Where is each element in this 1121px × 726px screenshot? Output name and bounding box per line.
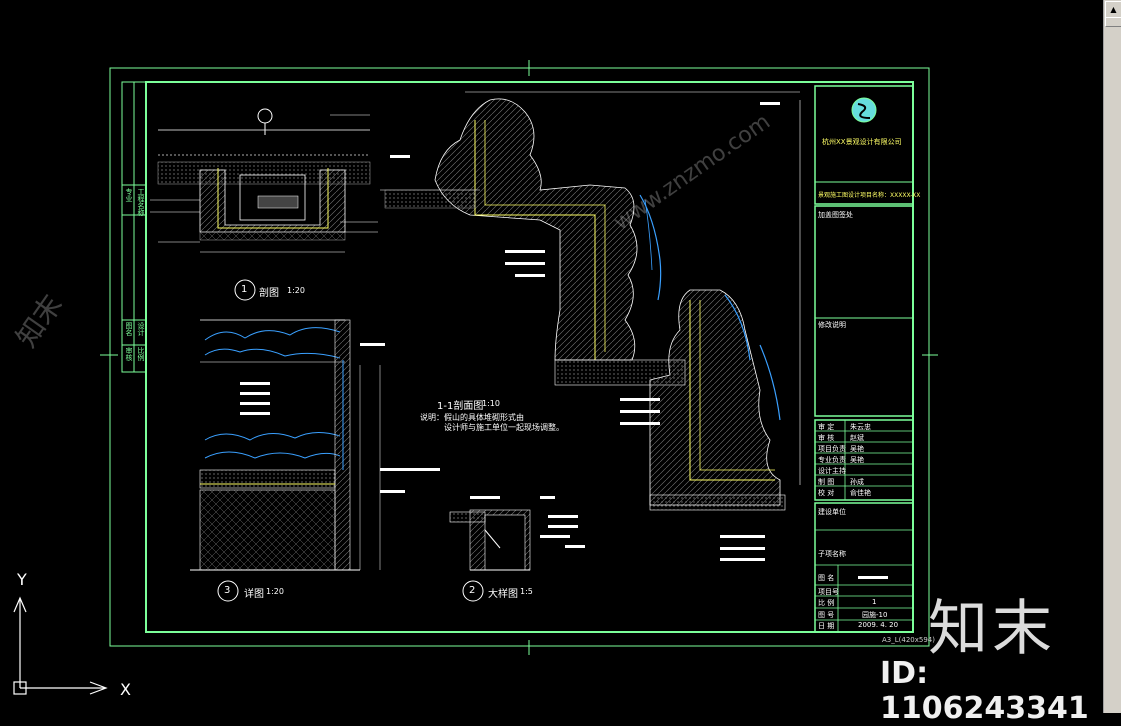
scroll-up-button[interactable]: ▲ bbox=[1105, 1, 1121, 18]
view1-title: 剖图 bbox=[259, 288, 279, 299]
sub-project-label: 子项名称 bbox=[818, 550, 846, 558]
ucs-x-label: X bbox=[120, 680, 131, 699]
section-scale: 1:10 bbox=[482, 399, 500, 408]
role-label-2: 项目负责 bbox=[818, 445, 846, 453]
view3-number: 3 bbox=[224, 585, 231, 596]
role-name-2: 吴艳 bbox=[850, 445, 864, 453]
project-no-label: 项目号 bbox=[818, 588, 839, 596]
role-label-3: 专业负责 bbox=[818, 456, 846, 464]
role-name-0: 朱云忠 bbox=[850, 423, 871, 431]
section-title: 1-1剖面图 bbox=[437, 401, 484, 412]
outer-frame bbox=[109, 67, 930, 647]
drawing-no-value: 园施-10 bbox=[862, 611, 888, 619]
scroll-thumb[interactable] bbox=[1105, 17, 1121, 27]
role-label-6: 校 对 bbox=[818, 489, 835, 497]
view2-title: 大样图 bbox=[488, 589, 518, 600]
view3-title: 详图 bbox=[244, 589, 264, 600]
strip-label-1: 专业 bbox=[125, 188, 133, 202]
role-label-0: 审 定 bbox=[818, 423, 835, 431]
view3-scale: 1:20 bbox=[266, 587, 284, 596]
strip-label-2: 工程名称 bbox=[137, 188, 145, 216]
strip-label-3: 图名 bbox=[125, 322, 133, 336]
view2-number: 2 bbox=[469, 585, 476, 596]
scale-value: 1 bbox=[872, 598, 877, 606]
strip-label-4: 设计 bbox=[137, 322, 145, 336]
view1-number: 1 bbox=[241, 284, 248, 295]
drawing-no-label: 图 号 bbox=[818, 611, 835, 619]
watermark-id: ID: 1106243341 bbox=[880, 656, 1089, 726]
note-line2: 设计师与施工单位一起现场调整。 bbox=[444, 423, 564, 432]
ucs-axis-icon bbox=[13, 596, 108, 695]
view2-scale: 1:5 bbox=[520, 587, 533, 596]
company-name: 杭州XX景观设计有限公司 bbox=[822, 138, 902, 146]
scale-label: 比 例 bbox=[818, 599, 835, 607]
role-name-6: 俞佳艳 bbox=[850, 489, 871, 497]
note-line1: 说明：假山的具体堆砌形式由 bbox=[420, 413, 524, 422]
drawing-name-label: 图 名 bbox=[818, 574, 835, 582]
view1-scale: 1:20 bbox=[287, 286, 305, 295]
role-label-5: 制 图 bbox=[818, 478, 835, 486]
role-name-1: 赵斌 bbox=[850, 434, 864, 442]
role-name-3: 吴艳 bbox=[850, 456, 864, 464]
watermark-brand: 知末 bbox=[928, 594, 1056, 664]
section-1-1-rockery bbox=[380, 91, 801, 561]
strip-label-5: 审核 bbox=[125, 347, 133, 361]
role-label-4: 设计主持 bbox=[818, 467, 846, 475]
detail-2 bbox=[449, 496, 585, 571]
date-label: 日 期 bbox=[818, 622, 835, 630]
role-name-5: 孙成 bbox=[850, 478, 864, 486]
strip-label-6: 比例 bbox=[137, 347, 145, 361]
date-value: 2009. 4. 20 bbox=[858, 621, 899, 629]
drawing-name-value bbox=[858, 576, 888, 579]
cad-drawing-svg bbox=[100, 60, 938, 655]
sheet-size: A3_L(420x594) bbox=[882, 636, 935, 644]
role-label-1: 审 核 bbox=[818, 434, 835, 442]
detail-1-section bbox=[150, 108, 378, 253]
ucs-y-label: Y bbox=[17, 570, 27, 589]
notes-field: 修改说明 bbox=[818, 321, 846, 329]
project-header: 景观施工图设计项目名称：XXXXX-XX bbox=[818, 192, 921, 199]
vertical-scrollbar[interactable]: ▲ bbox=[1103, 0, 1121, 713]
detail-3 bbox=[190, 319, 440, 571]
title-logo-box bbox=[814, 85, 914, 205]
stamp-field: 加盖图签处 bbox=[818, 211, 853, 219]
construction-unit-label: 建设单位 bbox=[818, 508, 846, 516]
